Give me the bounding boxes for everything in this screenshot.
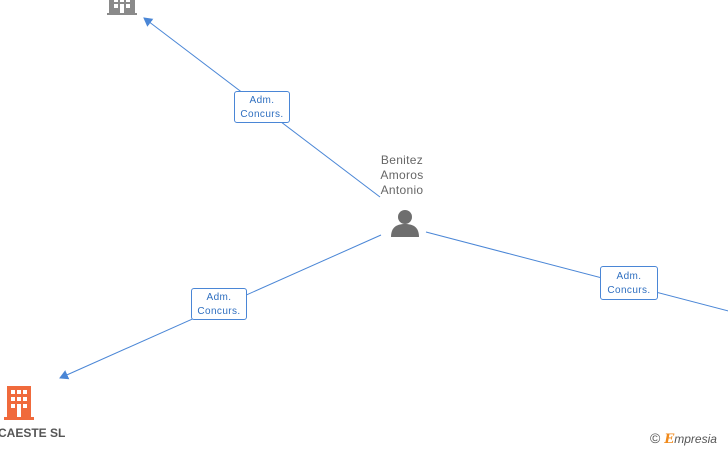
company-name[interactable]: CAESTE SL: [0, 426, 66, 440]
building-icon[interactable]: [4, 386, 34, 425]
person-name-line: Antonio: [380, 183, 424, 197]
brand-first-letter: E: [664, 432, 675, 447]
relation-label[interactable]: Adm. Concurs.: [191, 288, 247, 320]
relation-label-line: Adm.: [249, 95, 275, 106]
relation-label-line: Adm.: [616, 271, 642, 282]
relation-label-line: Concurs.: [607, 285, 651, 296]
relation-label-line: Adm.: [206, 292, 232, 303]
person-name-line: Benitez: [380, 153, 424, 167]
relation-label[interactable]: Adm. Concurs.: [234, 91, 290, 123]
person-name-line: Amoros: [380, 168, 424, 182]
person-icon[interactable]: [390, 208, 420, 243]
relation-label[interactable]: Adm. Concurs.: [600, 266, 658, 300]
relation-label-line: Concurs.: [240, 109, 284, 120]
brand-name-rest: mpresia: [674, 432, 717, 446]
edge-to-right-company: [425, 231, 728, 312]
brand-logo: ©Empresia: [650, 430, 717, 447]
copyright-icon: ©: [650, 430, 661, 446]
relation-label-line: Concurs.: [197, 306, 241, 317]
person-name[interactable]: Benitez Amoros Antonio: [362, 153, 442, 198]
building-icon[interactable]: [107, 0, 137, 21]
